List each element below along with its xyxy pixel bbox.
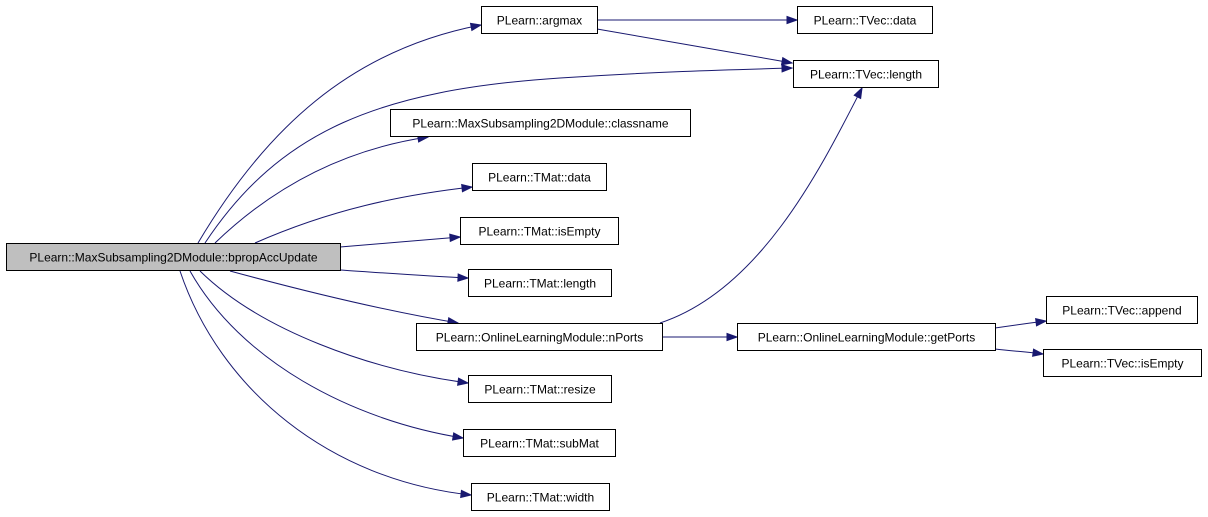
node-classname[interactable]: PLearn::MaxSubsampling2DModule::classnam… (390, 109, 691, 137)
arrowhead-getPorts-to-tvec_isEmpty (1032, 348, 1045, 357)
node-label: PLearn::OnlineLearningModule::nPorts (436, 331, 643, 345)
edge-root-to-tmat_length (339, 269, 469, 279)
edge-root-to-tmat_width (179, 270, 472, 496)
arrowhead-root-to-tmat_length (457, 273, 470, 282)
node-tvec-length[interactable]: PLearn::TVec::length (793, 60, 939, 88)
node-label: PLearn::TVec::length (810, 68, 922, 82)
edge-nPorts-to-tvec_length (659, 87, 863, 324)
arrowhead-root-to-tmat_data (461, 183, 474, 193)
node-label: PLearn::TMat::length (484, 277, 596, 291)
node-label: PLearn::TVec::append (1062, 304, 1181, 318)
arrowhead-root-to-tmat_isEmpty (449, 233, 462, 243)
node-tvec-append[interactable]: PLearn::TVec::append (1046, 296, 1198, 324)
node-tvec-data[interactable]: PLearn::TVec::data (797, 6, 933, 34)
node-label: PLearn::TMat::subMat (480, 437, 599, 451)
edge-root-to-tmat_resize (199, 270, 469, 384)
arrowhead-nPorts-to-tvec_length (853, 86, 863, 100)
node-label: PLearn::TMat::resize (484, 383, 596, 397)
node-label: PLearn::argmax (497, 14, 582, 28)
node-label: PLearn::TVec::data (814, 14, 917, 28)
edge-root-to-tvec_length (204, 67, 793, 244)
arrowhead-argmax-to-tvec_data (786, 15, 799, 25)
edge-root-to-tmat_data (254, 186, 473, 244)
node-label: PLearn::TMat::data (488, 171, 591, 185)
node-label: PLearn::MaxSubsampling2DModule::bpropAcc… (29, 251, 317, 265)
call-graph-nodes: PLearn::MaxSubsampling2DModule::bpropAcc… (6, 6, 1202, 511)
arrowhead-root-to-tmat_width (460, 489, 473, 499)
node-tmat-data[interactable]: PLearn::TMat::data (472, 163, 607, 191)
node-label: PLearn::MaxSubsampling2DModule::classnam… (412, 117, 668, 131)
edge-argmax-to-tvec_length (596, 28, 793, 64)
arrowhead-root-to-tmat_subMat (451, 432, 465, 441)
node-tmat-length[interactable]: PLearn::TMat::length (468, 269, 612, 297)
edge-root-to-argmax (197, 24, 482, 244)
edge-root-to-tmat_isEmpty (339, 236, 461, 248)
node-tmat-isempty[interactable]: PLearn::TMat::isEmpty (460, 217, 619, 245)
node-label: PLearn::OnlineLearningModule::getPorts (758, 331, 975, 345)
node-getports[interactable]: PLearn::OnlineLearningModule::getPorts (737, 323, 996, 351)
arrowhead-argmax-to-tvec_length (780, 56, 794, 66)
node-tmat-submat[interactable]: PLearn::TMat::subMat (463, 429, 616, 457)
edge-root-to-classname (214, 136, 429, 244)
node-argmax[interactable]: PLearn::argmax (481, 6, 598, 34)
arrowhead-root-to-argmax (469, 22, 483, 32)
arrowhead-nPorts-to-getPorts (726, 332, 739, 342)
node-tmat-width[interactable]: PLearn::TMat::width (471, 483, 610, 511)
node-label: PLearn::TMat::isEmpty (478, 225, 600, 239)
node-nports[interactable]: PLearn::OnlineLearningModule::nPorts (416, 323, 663, 351)
arrowhead-root-to-tmat_resize (457, 377, 470, 386)
node-tvec-isempty[interactable]: PLearn::TVec::isEmpty (1043, 349, 1202, 377)
edge-root-to-nPorts (229, 270, 459, 324)
node-label: PLearn::TVec::isEmpty (1061, 357, 1183, 371)
node-root-bpropaccupdate[interactable]: PLearn::MaxSubsampling2DModule::bpropAcc… (6, 243, 341, 271)
arrowhead-root-to-tvec_length (781, 63, 794, 73)
node-tmat-resize[interactable]: PLearn::TMat::resize (468, 375, 612, 403)
edge-root-to-tmat_subMat (189, 270, 464, 439)
call-graph-edges (179, 15, 1048, 499)
arrowhead-getPorts-to-tvec_append (1035, 318, 1048, 327)
node-label: PLearn::TMat::width (487, 491, 594, 505)
